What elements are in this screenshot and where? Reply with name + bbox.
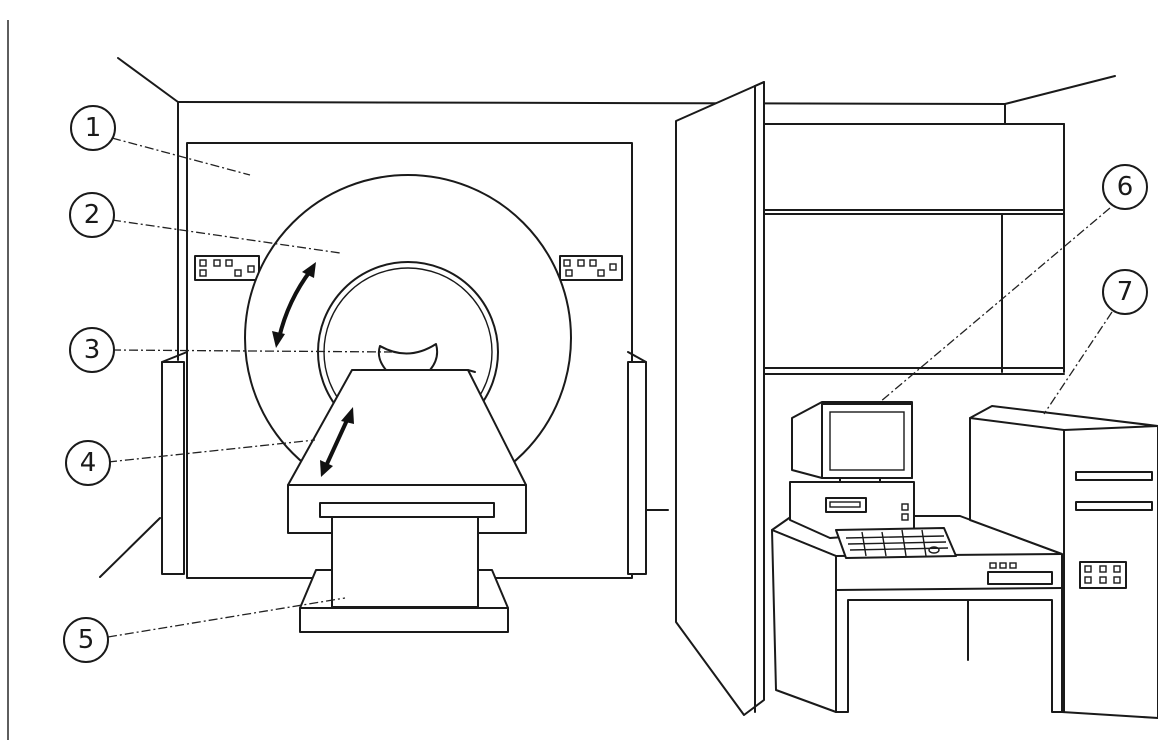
computer-monitor — [792, 402, 912, 486]
table-base — [300, 517, 508, 632]
callout-label: 3 — [84, 335, 101, 365]
callout-6: 6 — [1103, 165, 1147, 209]
callout-label: 5 — [78, 625, 95, 655]
leader-line-6 — [880, 208, 1110, 402]
callout-5: 5 — [64, 618, 108, 662]
callout-label: 4 — [80, 448, 97, 478]
callout-label: 6 — [1117, 172, 1134, 202]
callout-2: 2 — [70, 193, 114, 237]
callout-1: 1 — [71, 106, 115, 150]
keyboard — [836, 528, 956, 558]
callout-label: 1 — [85, 113, 102, 143]
control-room-window — [764, 124, 1064, 374]
callout-7: 7 — [1103, 270, 1147, 314]
callout-3: 3 — [70, 328, 114, 372]
leader-line-7 — [1044, 312, 1112, 414]
callout-label: 2 — [84, 200, 101, 230]
separating-wall — [676, 82, 764, 715]
callout-4: 4 — [66, 441, 110, 485]
callout-label: 7 — [1117, 277, 1134, 307]
gantry-control-panel-left — [195, 256, 259, 280]
gantry-control-panel-right — [560, 256, 622, 280]
